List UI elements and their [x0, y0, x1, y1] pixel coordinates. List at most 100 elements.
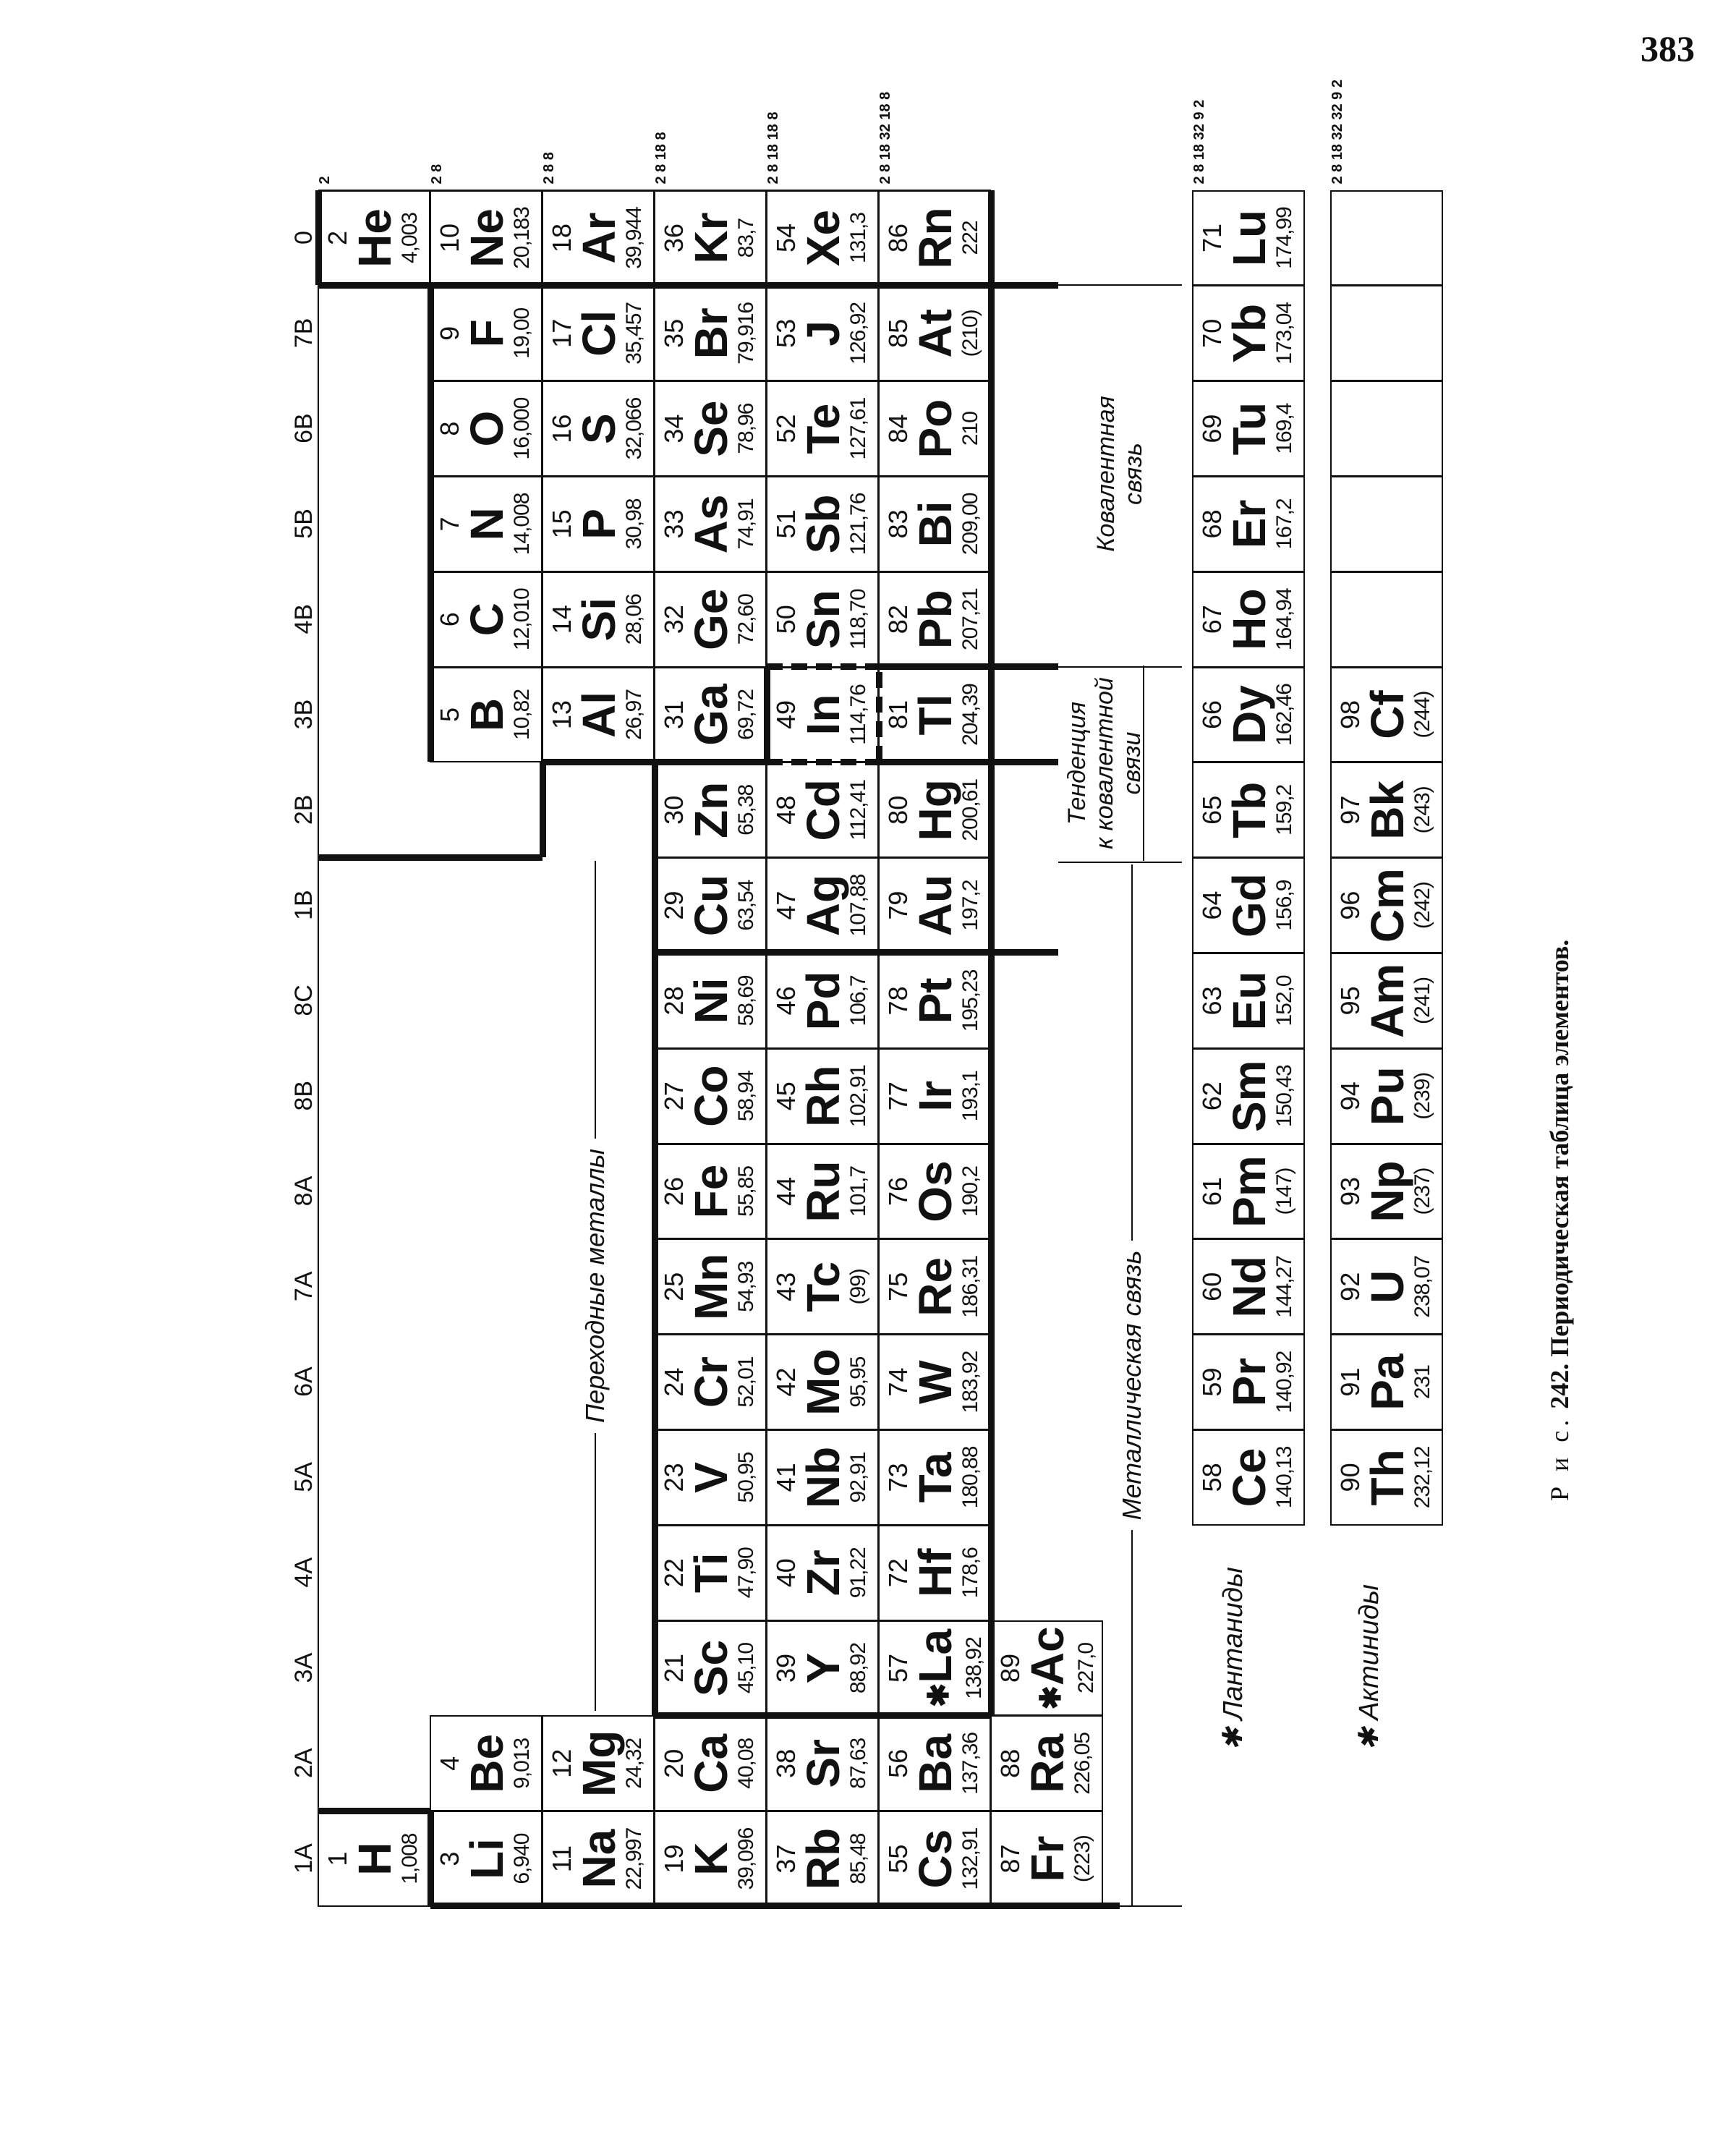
- atomic-mass: 112,41: [846, 780, 870, 841]
- element-symbol: Tb: [1223, 781, 1275, 838]
- boundary-line: [987, 190, 995, 1716]
- atomic-mass: 173,04: [1272, 302, 1296, 365]
- atomic-mass: 169,4: [1272, 403, 1296, 454]
- atomic-mass: 156,9: [1272, 880, 1296, 931]
- figure-caption: Р и с. 242. Периодическая таблица элемен…: [1544, 940, 1575, 1501]
- atomic-mass: 180,88: [958, 1446, 982, 1509]
- atomic-mass: 150,43: [1272, 1065, 1296, 1128]
- element-symbol: Cd: [797, 779, 849, 841]
- atomic-number: 60: [1197, 1272, 1227, 1301]
- atomic-mass: (210): [958, 310, 982, 357]
- atomic-mass: 72,60: [734, 594, 758, 645]
- actinides-text: Актиниды: [1354, 1584, 1384, 1720]
- atomic-number: 30: [659, 795, 689, 825]
- arrow-line-left: [1131, 1530, 1133, 1906]
- atomic-number: 11: [547, 1845, 576, 1873]
- atomic-number: 87: [995, 1844, 1025, 1874]
- atomic-mass: 16,000: [510, 397, 534, 460]
- boundary-line: [427, 1811, 434, 1906]
- element-symbol: Gd: [1223, 873, 1275, 938]
- group-header-6b: 6B: [290, 413, 318, 443]
- element-symbol: Au: [909, 874, 961, 937]
- atomic-number: 28: [659, 986, 689, 1016]
- atomic-mass: 178,6: [958, 1547, 982, 1599]
- atomic-number: 55: [883, 1844, 913, 1874]
- element-symbol: Tl: [909, 694, 961, 736]
- thick-boundary-line: [655, 949, 1058, 956]
- arrow-line-left: [595, 1433, 596, 1711]
- element-symbol: Bi: [909, 501, 961, 548]
- atomic-number: 13: [547, 700, 576, 730]
- atomic-mass: 22,997: [622, 1827, 646, 1890]
- atomic-number: 94: [1335, 1081, 1365, 1111]
- element-symbol: Pm: [1223, 1155, 1275, 1228]
- group-header-4b: 4B: [290, 603, 318, 634]
- atomic-mass: (244): [1410, 691, 1434, 739]
- atomic-mass: 195,23: [958, 969, 982, 1032]
- element-symbol: As: [685, 494, 737, 554]
- atomic-number: 96: [1335, 890, 1365, 920]
- atomic-mass: 35,457: [622, 302, 646, 365]
- atomic-mass: 87,63: [846, 1738, 870, 1789]
- atomic-number: 71: [1197, 223, 1227, 253]
- group-header-8b: 8B: [290, 1080, 318, 1111]
- atomic-number: 86: [883, 223, 913, 253]
- empty-cell: [1329, 381, 1443, 477]
- atomic-number: 38: [771, 1748, 801, 1778]
- element-symbol: Hf: [909, 1548, 961, 1597]
- group-header-2a: 2A: [290, 1748, 318, 1779]
- atomic-mass: 144,27: [1272, 1255, 1296, 1318]
- atomic-mass: (239): [1410, 1072, 1434, 1120]
- atomic-number: 21: [659, 1653, 689, 1683]
- element-symbol: Al: [573, 692, 625, 739]
- atomic-mass: 63,54: [734, 880, 758, 931]
- atomic-number: 97: [1335, 795, 1365, 825]
- atomic-mass: 140,13: [1272, 1446, 1296, 1509]
- atomic-number: 18: [547, 223, 576, 253]
- group-header-1b: 1B: [290, 890, 318, 920]
- element-symbol: Rn: [909, 207, 961, 269]
- element-symbol: Bk: [1361, 780, 1413, 840]
- atomic-mass: 167,2: [1272, 498, 1296, 550]
- element-symbol: Re: [909, 1257, 961, 1317]
- atomic-mass: 200,61: [958, 778, 982, 841]
- thick-boundary-line: [318, 1807, 430, 1814]
- atomic-mass: 92,91: [846, 1452, 870, 1503]
- atomic-number: 91: [1335, 1367, 1365, 1397]
- atomic-mass: 209,00: [958, 493, 982, 556]
- element-symbol: Mg: [573, 1730, 625, 1798]
- atomic-number: 31: [659, 700, 689, 730]
- element-symbol: Li: [461, 1838, 513, 1880]
- atomic-number: 69: [1197, 414, 1227, 443]
- atomic-mass: 95,95: [846, 1356, 870, 1408]
- tendency-line-2: к ковалентной: [1091, 677, 1118, 849]
- shell-config: 2 8 18 32 32 9 2: [1329, 80, 1345, 184]
- atomic-number: 33: [659, 509, 689, 539]
- atomic-mass: 164,94: [1272, 588, 1296, 651]
- caption-text: 242. Периодическая таблица элементов.: [1545, 939, 1574, 1409]
- element-symbol: Pu: [1361, 1066, 1413, 1126]
- lanthanides-text: Лантаниды: [1218, 1567, 1248, 1720]
- element-symbol: Kr: [685, 212, 737, 264]
- element-symbol: Fe: [685, 1164, 737, 1219]
- element-symbol: Fr: [1021, 1835, 1073, 1882]
- atomic-mass: 1,008: [398, 1833, 422, 1884]
